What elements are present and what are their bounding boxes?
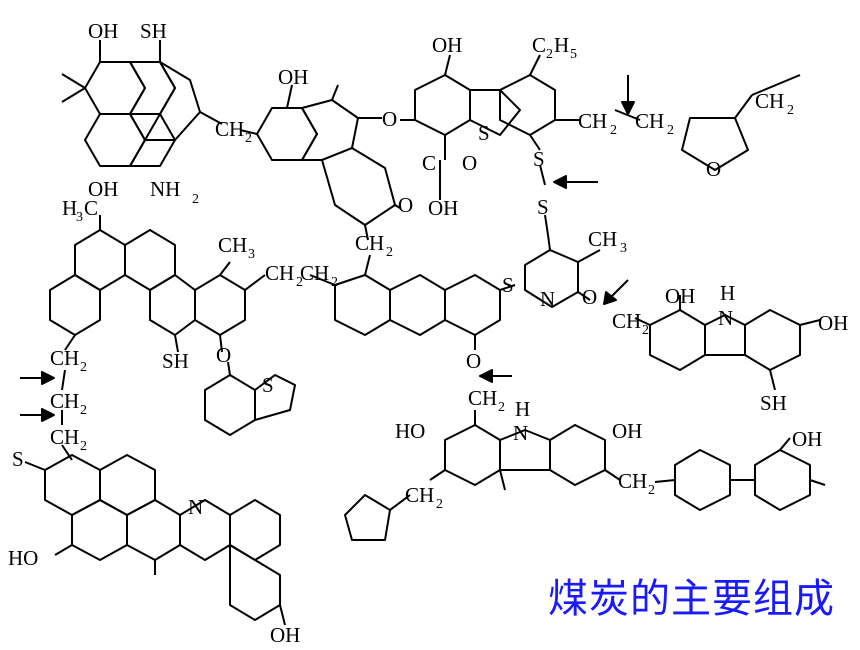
label-n: N xyxy=(540,287,555,311)
label-ch: CH xyxy=(300,261,329,285)
label-sh: SH xyxy=(162,349,189,373)
label-sh: SH xyxy=(140,19,167,43)
label-oh: OH xyxy=(432,33,462,57)
bottom-carbazole xyxy=(429,410,621,491)
label-c: C xyxy=(422,151,436,175)
hydrogenated-rings xyxy=(309,254,516,350)
label-n: N xyxy=(718,306,733,330)
label-c: C xyxy=(84,196,98,220)
right-carbazole xyxy=(634,295,821,391)
biphenyl-fragment xyxy=(654,437,826,511)
label-ch: CH xyxy=(218,233,247,257)
label-subscript: 2 xyxy=(642,323,649,338)
left-polycycle xyxy=(49,215,266,353)
label-ho: HO xyxy=(395,419,425,443)
label-o: O xyxy=(382,107,397,131)
label-ch: CH xyxy=(755,89,784,113)
label-ch: CH xyxy=(355,231,384,255)
label-subscript: 2 xyxy=(296,275,303,290)
label-s: S xyxy=(262,373,274,397)
label-ch: CH xyxy=(588,227,617,251)
label-ch: CH xyxy=(50,346,79,370)
label-s: S xyxy=(537,195,549,219)
label-subscript: 3 xyxy=(248,247,255,262)
label-s: S xyxy=(502,273,514,297)
label-subscript: 2 xyxy=(648,483,655,498)
propyl-chain xyxy=(61,369,73,461)
label-subscript: 3 xyxy=(76,210,83,225)
label-oh: OH xyxy=(270,623,300,645)
label-o: O xyxy=(216,343,231,367)
label-subscript: 2 xyxy=(192,192,199,207)
label-h: H xyxy=(554,33,569,57)
ketone-polycycle xyxy=(239,84,401,241)
label-oh: OH xyxy=(792,427,822,451)
label-s: S xyxy=(478,121,490,145)
furan-fragment xyxy=(681,74,801,171)
label-subscript: 2 xyxy=(436,497,443,512)
label-ch: CH xyxy=(405,483,434,507)
label-s: S xyxy=(12,447,24,471)
label-subscript: 5 xyxy=(570,47,577,62)
label-n: N xyxy=(513,421,528,445)
label-h: H xyxy=(62,196,77,220)
disulfide-bridge xyxy=(539,164,549,236)
benzothiophene-fragment xyxy=(204,361,296,436)
label-sh: SH xyxy=(760,391,787,415)
label-ch: CH xyxy=(468,386,497,410)
label-o: O xyxy=(582,285,597,309)
label-o: O xyxy=(466,349,481,373)
label-oh: OH xyxy=(88,177,118,201)
label-ch: CH xyxy=(265,261,294,285)
label-subscript: 2 xyxy=(546,47,553,62)
bond-arrows xyxy=(20,75,635,422)
label-subscript: 3 xyxy=(620,241,627,256)
label-subscript: 2 xyxy=(80,360,87,375)
label-o: O xyxy=(706,157,721,181)
label-ch: CH xyxy=(612,309,641,333)
label-subscript: 2 xyxy=(80,403,87,418)
dibenzothiophene-fragment xyxy=(400,54,641,200)
pyrene-fragment xyxy=(61,40,223,167)
label-n: N xyxy=(188,495,203,519)
label-nh: NH xyxy=(150,177,180,201)
label-subscript: 2 xyxy=(787,103,794,118)
label-subscript: 2 xyxy=(245,131,252,146)
label-o: O xyxy=(462,151,477,175)
label-subscript: 2 xyxy=(386,245,393,260)
label-h: H xyxy=(720,281,735,305)
atom-labels: OH SH OH NH 2 CH 2 OH O O OH C 2 H 5 S C… xyxy=(8,19,848,647)
label-o: O xyxy=(398,193,413,217)
label-ch: CH xyxy=(50,425,79,449)
bottom-left-polycycle xyxy=(24,454,286,626)
label-oh: OH xyxy=(612,419,642,443)
cyclopentadiene-fragment xyxy=(344,494,411,541)
label-oh: OH xyxy=(278,65,308,89)
label-oh: OH xyxy=(428,196,458,220)
label-subscript: 2 xyxy=(80,439,87,454)
label-subscript: 2 xyxy=(610,123,617,138)
label-ch: CH xyxy=(618,469,647,493)
label-ch: CH xyxy=(215,117,244,141)
label-ch: CH xyxy=(578,109,607,133)
label-ch: CH xyxy=(635,109,664,133)
label-oh: OH xyxy=(818,311,848,335)
label-s: S xyxy=(533,147,545,171)
label-ho: HO xyxy=(8,546,38,570)
label-ch: CH xyxy=(50,389,79,413)
label-oh: OH xyxy=(665,284,695,308)
label-c: C xyxy=(532,33,546,57)
label-subscript: 2 xyxy=(331,275,338,290)
label-h: H xyxy=(515,397,530,421)
label-oh: OH xyxy=(88,19,118,43)
caption: 煤炭的主要组成 xyxy=(548,576,835,622)
pyridine-fragment xyxy=(524,234,601,308)
label-subscript: 2 xyxy=(498,400,505,415)
label-subscript: 2 xyxy=(667,123,674,138)
